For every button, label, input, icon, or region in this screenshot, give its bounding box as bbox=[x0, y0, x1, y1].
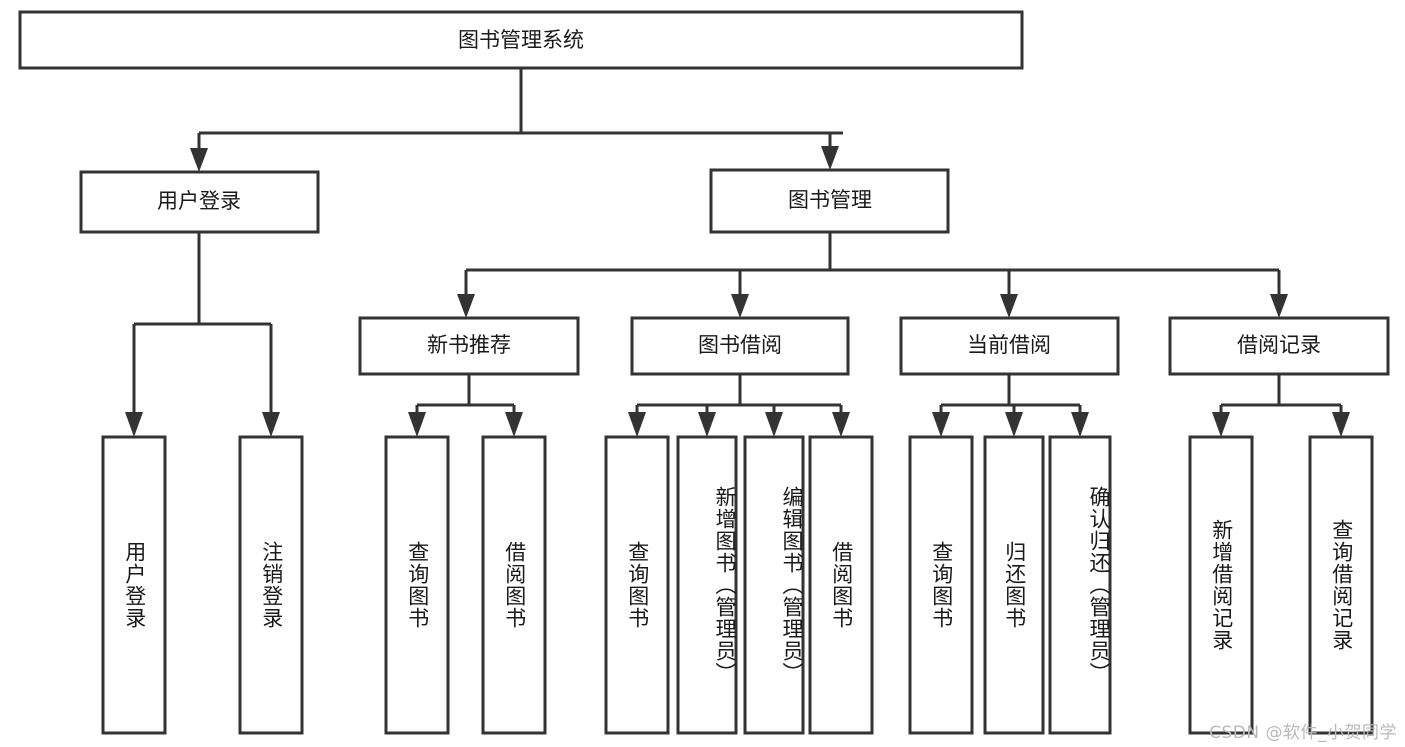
node-book-borrow[interactable]: 图书借阅 bbox=[630, 316, 850, 376]
leaf-query-record-box[interactable] bbox=[1308, 435, 1374, 735]
leaf-add-record-box[interactable] bbox=[1188, 435, 1254, 735]
node-current-borrow[interactable]: 当前借阅 bbox=[899, 316, 1120, 376]
node-book-admin-box[interactable] bbox=[709, 168, 950, 234]
leaf-edit-book-box[interactable] bbox=[743, 435, 805, 735]
node-book-borrow-label: 图书借阅 bbox=[698, 333, 782, 357]
node-user-login-box[interactable] bbox=[79, 170, 320, 234]
connectors-borrowrecord-to-leaves bbox=[1212, 374, 1350, 437]
leaf-borrow-book-1-box[interactable] bbox=[481, 435, 547, 735]
connectors-root-to-level2 bbox=[190, 68, 843, 172]
node-new-book-rec-label: 新书推荐 bbox=[427, 333, 511, 357]
node-current-borrow-label: 当前借阅 bbox=[967, 333, 1051, 357]
node-book-admin-label: 图书管理 bbox=[788, 188, 872, 212]
connectors-currentborrow-to-leaves bbox=[932, 374, 1089, 437]
leaf-boxes bbox=[101, 435, 1374, 735]
connectors-bookborrow-to-leaves bbox=[628, 374, 850, 437]
leaf-borrow-book-2-box[interactable] bbox=[808, 435, 874, 735]
connectors-userlogin-to-leaves bbox=[125, 232, 280, 437]
node-book-admin[interactable]: 图书管理 bbox=[709, 168, 950, 234]
node-root-box[interactable] bbox=[18, 10, 1024, 70]
leaf-user-logout-box[interactable] bbox=[238, 435, 304, 735]
node-new-book-rec-box[interactable] bbox=[358, 316, 580, 376]
node-user-login-label: 用户登录 bbox=[157, 189, 241, 213]
node-borrow-record[interactable]: 借阅记录 bbox=[1168, 316, 1390, 376]
node-new-book-rec[interactable]: 新书推荐 bbox=[358, 316, 580, 376]
leaf-query-book-2-box[interactable] bbox=[604, 435, 670, 735]
csdn-watermark: CSDN @软件_小贺同学 bbox=[1209, 723, 1397, 743]
leaf-query-book-1-box[interactable] bbox=[384, 435, 450, 735]
connectors-bookadmin-to-level3 bbox=[457, 232, 1288, 318]
node-borrow-record-box[interactable] bbox=[1168, 316, 1390, 376]
node-root[interactable]: 图书管理系统 bbox=[18, 10, 1024, 70]
node-book-borrow-box[interactable] bbox=[630, 316, 850, 376]
node-current-borrow-box[interactable] bbox=[899, 316, 1120, 376]
leaf-add-book-box[interactable] bbox=[676, 435, 738, 735]
leaf-query-book-3-box[interactable] bbox=[908, 435, 974, 735]
node-root-label: 图书管理系统 bbox=[458, 28, 584, 52]
leaf-confirm-return-box[interactable] bbox=[1048, 435, 1112, 735]
leaf-return-book-box[interactable] bbox=[983, 435, 1045, 735]
node-borrow-record-label: 借阅记录 bbox=[1237, 333, 1321, 357]
node-user-login[interactable]: 用户登录 bbox=[79, 170, 320, 234]
leaf-user-login-box[interactable] bbox=[101, 435, 167, 735]
connectors-newbookrec-to-leaves bbox=[408, 374, 523, 437]
